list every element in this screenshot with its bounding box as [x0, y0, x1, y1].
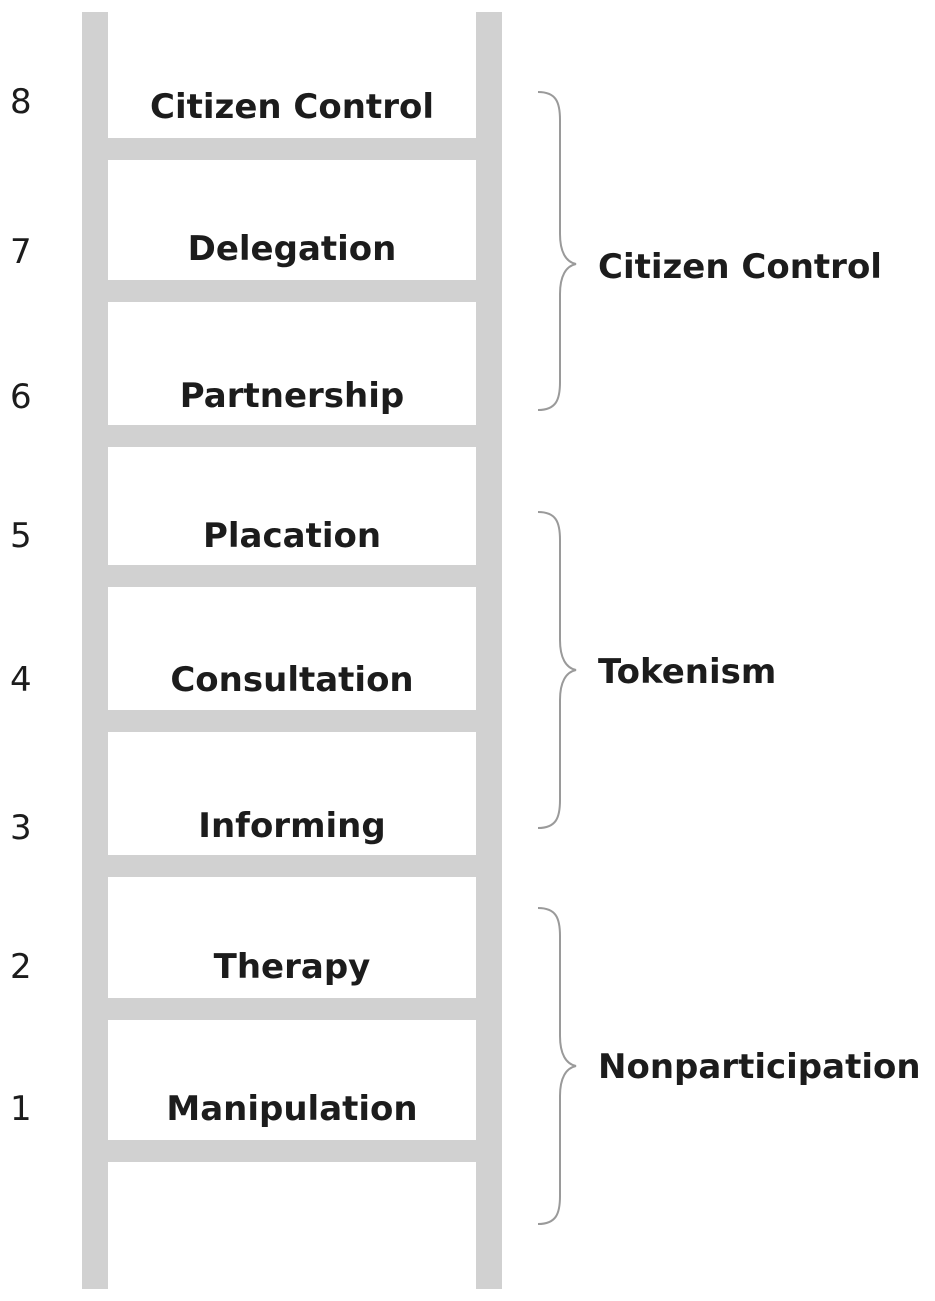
- step-label: Consultation: [170, 660, 414, 700]
- step-number: 1: [10, 1089, 32, 1129]
- step-label: Delegation: [187, 229, 397, 269]
- step-label: Therapy: [213, 947, 371, 987]
- ladder-rung: [82, 280, 502, 302]
- ladder-left-rail: [82, 12, 108, 1289]
- step-number: 3: [10, 808, 32, 848]
- ladder-rung: [82, 565, 502, 587]
- step-number: 4: [10, 660, 32, 700]
- step-label: Citizen Control: [150, 87, 434, 127]
- step-label: Partnership: [179, 376, 405, 416]
- group-label-tokenism: Tokenism: [598, 652, 777, 692]
- ladder-rung: [82, 855, 502, 877]
- ladder-rung: [82, 1140, 502, 1162]
- ladder-rung: [82, 138, 502, 160]
- step-label: Informing: [198, 806, 386, 846]
- step-label: Manipulation: [166, 1089, 418, 1129]
- step-number: 6: [10, 377, 32, 417]
- ladder-rung: [82, 710, 502, 732]
- step-number: 5: [10, 516, 32, 556]
- group-label-nonparticipation: Nonparticipation: [598, 1047, 921, 1087]
- brace-nonparticipation: [537, 907, 577, 1225]
- step-number: 8: [10, 82, 32, 122]
- brace-tokenism: [537, 511, 577, 829]
- group-label-citizen-control: Citizen Control: [598, 247, 882, 287]
- step-number: 7: [10, 232, 32, 272]
- step-label: Placation: [202, 516, 382, 556]
- ladder-right-rail: [476, 12, 502, 1289]
- ladder-rung: [82, 998, 502, 1020]
- ladder-rung: [82, 425, 502, 447]
- step-number: 2: [10, 947, 32, 987]
- brace-citizen-control: [537, 91, 577, 411]
